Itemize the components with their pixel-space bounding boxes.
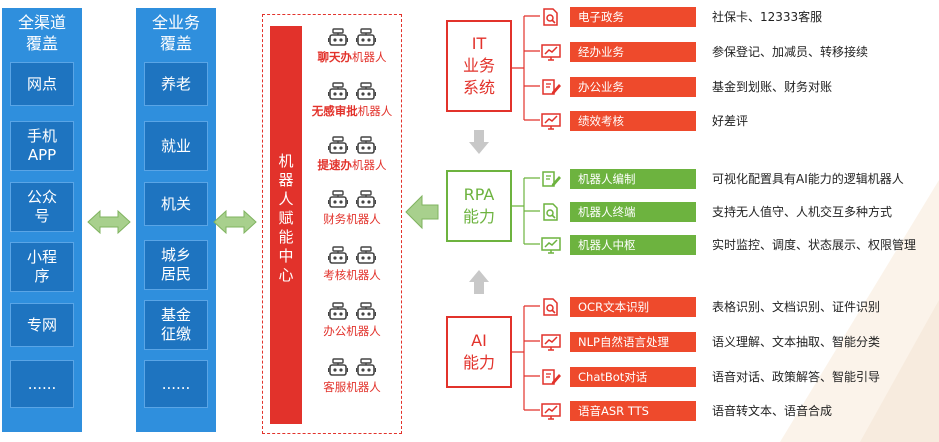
channel-column: 全渠道 覆盖 网点 手机 APP 公众 号 小程 序 专网 ...... <box>2 8 82 432</box>
monitor-chart-icon <box>540 234 562 256</box>
robot-icon <box>355 190 377 212</box>
ai-item-label: NLP自然语言处理 <box>570 332 696 352</box>
robot-center-frame <box>262 14 402 434</box>
it-item-description: 社保卡、12333客服 <box>712 10 823 24</box>
channel-item: 手机 APP <box>10 121 74 171</box>
robot-icon <box>327 302 349 324</box>
robot-icon <box>355 28 377 50</box>
robot-icon <box>355 82 377 104</box>
robot-icon <box>327 246 349 268</box>
ai-item-description: 语义理解、文本抽取、智能分类 <box>712 335 881 349</box>
search-doc-icon <box>540 296 562 318</box>
left-arrow-icon <box>405 194 439 230</box>
channel-item: ...... <box>10 360 74 408</box>
ai-capability-box: AI 能力 <box>446 316 512 388</box>
double-arrow-icon <box>87 209 131 235</box>
edit-doc-icon <box>540 168 562 190</box>
down-arrow-icon <box>469 130 489 154</box>
it-item-label: 电子政务 <box>570 7 696 27</box>
it-item-label: 办公业务 <box>570 77 696 97</box>
business-item: 城乡 居民 <box>144 240 208 290</box>
it-item-description: 好差评 <box>712 114 749 128</box>
robot-icon <box>327 136 349 158</box>
robot-label: 财务机器人 <box>323 212 381 226</box>
rpa-item-label: 机器人中枢 <box>570 235 696 255</box>
ai-item-label: OCR文本识别 <box>570 297 696 317</box>
monitor-chart-icon <box>540 331 562 353</box>
robot-icon <box>355 246 377 268</box>
robot-icon <box>355 358 377 380</box>
it-system-box: IT 业务 系统 <box>446 20 512 112</box>
double-arrow-icon <box>213 209 257 235</box>
ai-item-label: 语音ASR TTS <box>570 401 696 421</box>
robot-label: 聊天办机器人 <box>317 50 387 64</box>
rpa-item-description: 可视化配置具有AI能力的逻辑机器人 <box>712 172 904 186</box>
search-doc-icon <box>540 6 562 28</box>
robot-item: 考核机器人 <box>304 246 400 282</box>
robot-icon <box>355 302 377 324</box>
robot-label: 考核机器人 <box>323 268 381 282</box>
it-brace <box>512 15 540 121</box>
channel-item: 专网 <box>10 303 74 347</box>
ai-item-label: ChatBot对话 <box>570 367 696 387</box>
monitor-chart-icon <box>540 110 562 132</box>
robot-item: 聊天办机器人 <box>304 28 400 64</box>
rpa-item-label: 机器人编制 <box>570 169 696 189</box>
ai-item-description: 表格识别、文档识别、证件识别 <box>712 300 881 314</box>
it-item-description: 基金到划账、财务对账 <box>712 80 833 94</box>
robot-icon <box>327 190 349 212</box>
robot-item: 无感审批机器人 <box>304 82 400 118</box>
business-item: 就业 <box>144 121 208 171</box>
up-arrow-icon <box>469 270 489 294</box>
robot-label: 无感审批机器人 <box>311 104 393 118</box>
rpa-item-label: 机器人终端 <box>570 202 696 222</box>
channel-item: 公众 号 <box>10 182 74 232</box>
business-item: 基金 征缴 <box>144 300 208 350</box>
it-item-label: 绩效考核 <box>570 111 696 131</box>
robot-icon <box>355 136 377 158</box>
ai-item-description: 语音对话、政策解答、智能引导 <box>712 370 881 384</box>
edit-doc-icon <box>540 76 562 98</box>
it-item-description: 参保登记、加减员、转移接续 <box>712 45 869 59</box>
rpa-item-description: 实时监控、调度、状态展示、权限管理 <box>712 238 917 252</box>
channel-item: 小程 序 <box>10 242 74 292</box>
business-item: 养老 <box>144 62 208 106</box>
business-column: 全业务 覆盖 养老 就业 机关 城乡 居民 基金 征缴 ...... <box>136 8 216 432</box>
channel-item: 网点 <box>10 62 74 106</box>
robot-icon <box>327 28 349 50</box>
robot-label: 办公机器人 <box>323 324 381 338</box>
monitor-chart-icon <box>540 41 562 63</box>
it-item-label: 经办业务 <box>570 42 696 62</box>
rpa-capability-box: RPA 能力 <box>446 170 512 242</box>
ai-brace <box>512 305 540 411</box>
robot-center-bar: 机 器 人 赋 能 中 心 <box>270 26 302 424</box>
ai-item-description: 语音转文本、语音合成 <box>712 404 833 418</box>
robot-item: 提速办机器人 <box>304 136 400 172</box>
search-doc-icon <box>540 201 562 223</box>
robot-item: 客服机器人 <box>304 358 400 394</box>
robot-label: 客服机器人 <box>323 380 381 394</box>
rpa-item-description: 支持无人值守、人机交互多种方式 <box>712 205 893 219</box>
robot-item: 财务机器人 <box>304 190 400 226</box>
robot-label: 提速办机器人 <box>317 158 387 172</box>
edit-doc-icon <box>540 366 562 388</box>
robot-item: 办公机器人 <box>304 302 400 338</box>
robot-icon <box>327 82 349 104</box>
business-item: ...... <box>144 360 208 408</box>
business-item: 机关 <box>144 182 208 226</box>
rpa-brace <box>512 177 540 245</box>
robot-center-title: 机 器 人 赋 能 中 心 <box>278 152 294 284</box>
monitor-chart-icon <box>540 400 562 422</box>
robot-icon <box>327 358 349 380</box>
channel-column-title: 全渠道 覆盖 <box>17 13 66 53</box>
business-column-title: 全业务 覆盖 <box>151 13 200 53</box>
